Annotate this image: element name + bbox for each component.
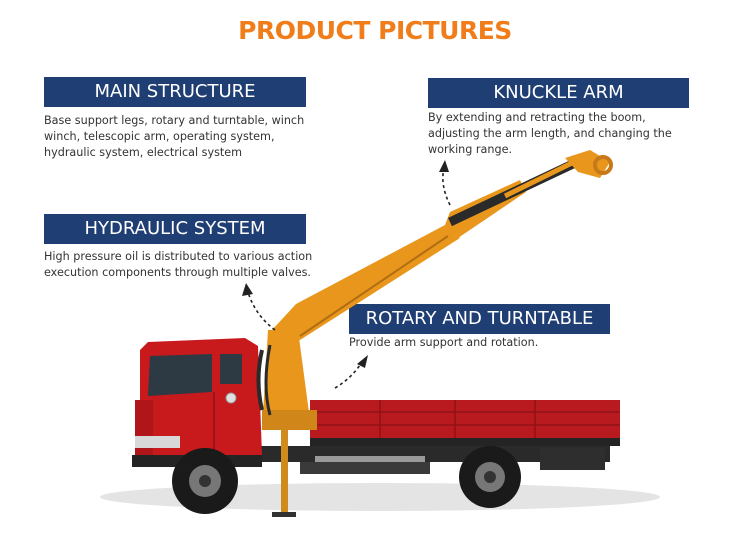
cargo-bed [310, 400, 620, 438]
fuel-tank [300, 462, 430, 474]
rear-fender [540, 448, 605, 470]
rotary-turntable-base [262, 410, 317, 430]
rotary-turntable-description: Provide arm support and rotation. [349, 336, 539, 349]
arrow-knuckle-arm [442, 167, 451, 206]
hook [593, 155, 613, 175]
rear-wheel [459, 446, 521, 508]
outrigger-leg [281, 420, 288, 515]
hydraulic-system-label: HYDRAULIC SYSTEM [44, 214, 306, 244]
hydraulic-system-description: High pressure oil is distributed to vari… [44, 250, 313, 279]
main-structure-label: MAIN STRUCTURE [44, 77, 306, 107]
ground-shadow [100, 483, 660, 511]
arrow-hydraulic-system [247, 291, 276, 331]
main-structure-description: Base support legs, rotary and turntable,… [44, 114, 305, 159]
knuckle-arm-description: By extending and retracting the boom, ad… [428, 111, 672, 156]
crane-column [262, 330, 310, 430]
main-boom [272, 225, 460, 340]
hydraulic-hose [256, 349, 264, 411]
front-wheel [172, 448, 238, 514]
front-bumper-light [135, 436, 180, 448]
arrow-heads [242, 160, 449, 368]
side-window [220, 354, 242, 384]
windshield [148, 354, 212, 396]
page-title: PRODUCT PICTURES [238, 16, 512, 45]
knuckle-arm-label: KNUCKLE ARM [428, 78, 689, 108]
rotary-turntable-label: ROTARY AND TURNTABLE [349, 304, 610, 334]
arrow-rotary-turntable [334, 361, 363, 389]
annotation-arrows [247, 167, 451, 389]
